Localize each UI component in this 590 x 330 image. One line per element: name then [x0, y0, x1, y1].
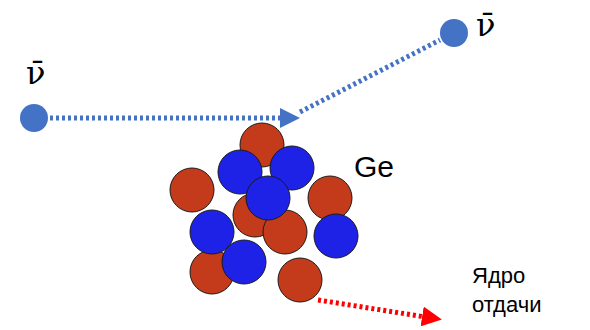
proton	[278, 258, 322, 302]
neutron	[222, 240, 266, 284]
neutron	[246, 176, 290, 220]
proton	[308, 176, 352, 220]
recoil-label: Ядро отдачи	[472, 262, 560, 319]
element-label: Ge	[354, 150, 394, 183]
neutrino-track	[20, 19, 468, 132]
outgoing-track	[300, 40, 440, 112]
particle-symbol: ν̄	[476, 8, 495, 43]
proton	[170, 168, 214, 212]
recoil-track	[318, 300, 432, 318]
outgoing-antineutrino	[440, 19, 468, 47]
germanium-nucleus	[170, 123, 358, 302]
particle-symbol: ν̄	[26, 56, 45, 91]
incoming-track	[50, 116, 290, 121]
neutron	[314, 214, 358, 258]
incoming-antineutrino	[20, 104, 48, 132]
